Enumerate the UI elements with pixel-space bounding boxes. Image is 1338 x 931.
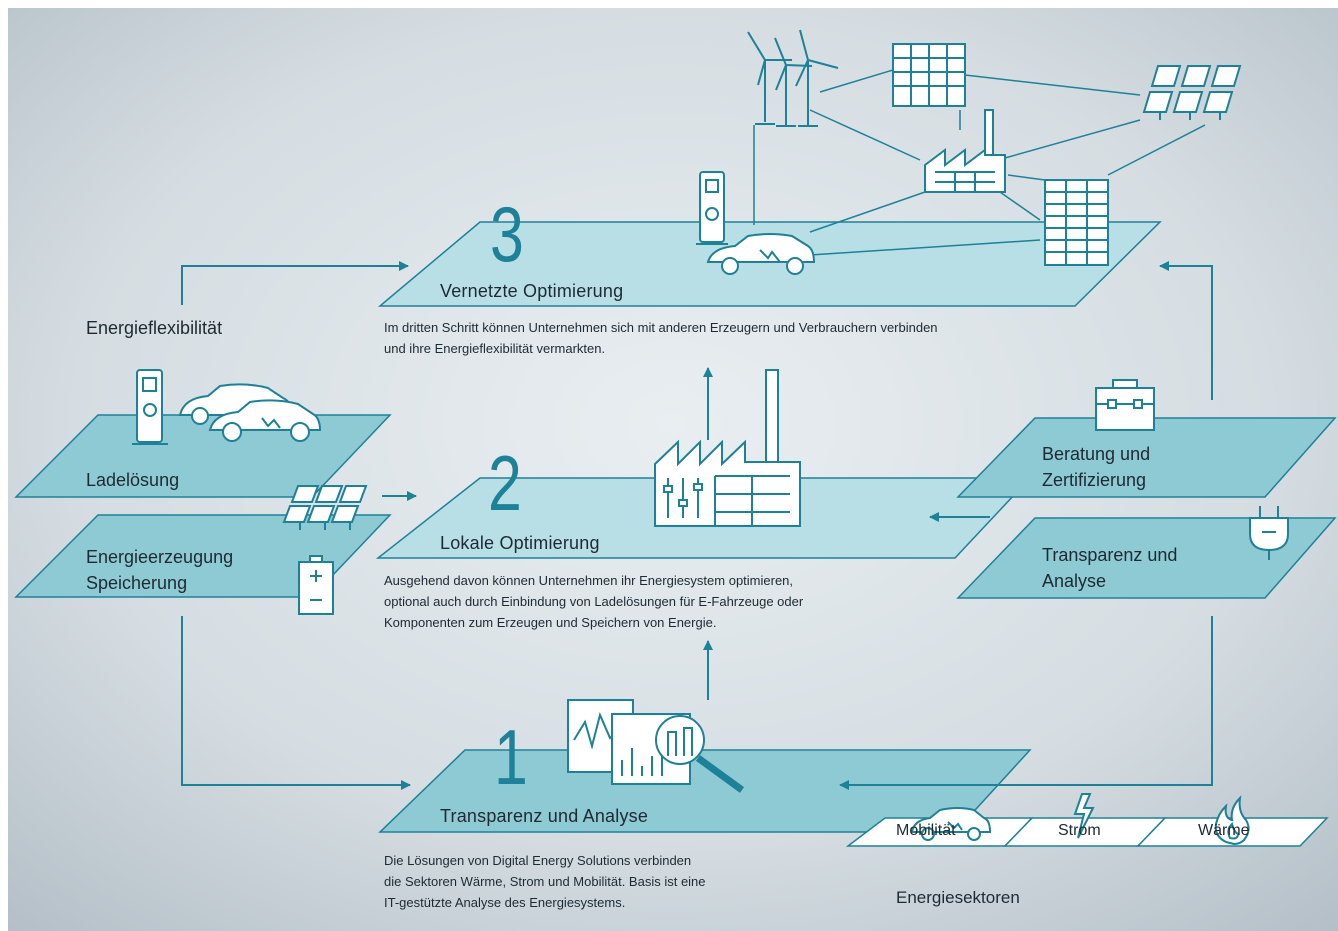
arrow-right-to-step1 [839,616,1213,790]
arrow-right-to-step3 [1159,261,1213,400]
beratung-label: Beratung und Zertifizierung [1042,441,1150,493]
electric-car-icon [706,233,816,275]
lightning-icon [1073,793,1095,839]
plate-transparenz-right [956,517,1337,599]
energieflexibilitaet-label: Energieflexibilität [86,318,223,338]
transparenz-line: Transparenz und [1042,545,1178,565]
step-2-description-line: Ausgehend davon können Unternehmen ihr E… [384,573,794,588]
sector-mobilitaet: Mobilität [896,822,956,839]
briefcase-icon [1095,379,1155,431]
zertifizierung-line: Zertifizierung [1042,470,1147,490]
step-3-number: 3 [490,190,524,278]
electric-cars-icon [178,383,322,442]
energiesektoren-caption: Energiesektoren [896,888,1020,907]
wind-turbines-icon [747,29,839,127]
step-1-number: 1 [494,713,528,801]
step-2-description-line: Komponenten zum Erzeugen und Speichern v… [384,615,717,630]
factory-controls-icon [654,369,801,527]
solar-panels-icon [282,485,368,530]
step-3-description-line: Im dritten Schritt können Unternehmen si… [384,320,938,335]
step-3-title: Vernetzte Optimierung [440,281,624,301]
step-2-number: 2 [488,439,522,527]
arrow-flex-to-step3 [181,261,409,305]
mobility-car-icon [910,807,992,841]
step-1-description: Die Lösungen von Digital Energy Solution… [384,850,706,913]
solar-park-icon [1142,65,1242,120]
highrise-building-icon [1044,179,1109,266]
step-2-description-line: optional auch durch Einbindung von Ladel… [384,594,804,609]
plate-beratung [956,417,1337,498]
transparenz-analyse-label: Transparenz und Analyse [1042,542,1177,594]
analysis-charts-icon [567,699,745,793]
analyse-line: Analyse [1042,571,1107,591]
factory-icon [924,109,1006,193]
beratung-line: Beratung und [1042,444,1151,464]
sector-waerme: Wärme [1198,822,1250,839]
step-1-description-line: die Sektoren Wärme, Strom und Mobilität.… [384,874,706,889]
step-2-description: Ausgehend davon können Unternehmen ihr E… [384,570,803,633]
step-3-description: Im dritten Schritt können Unternehmen si… [384,317,938,359]
step-1-description-line: Die Lösungen von Digital Energy Solution… [384,853,692,868]
step-3-description-line: und ihre Energieflexibilität vermarkten. [384,341,606,356]
plug-icon [1249,506,1289,560]
energieerzeugung-line: Energieerzeugung [86,547,234,567]
step-1-title: Transparenz und Analyse [440,806,649,826]
charging-station-left-icon [132,369,168,445]
speicherung-line: Speicherung [86,573,188,593]
step-2-title: Lokale Optimierung [440,533,600,553]
ladeloesung-label: Ladelösung [86,470,180,490]
step-1-description-line: IT-gestützte Analyse des Energiesystems. [384,895,626,910]
flame-icon [1214,795,1250,846]
energieerzeugung-label: Energieerzeugung Speicherung [86,544,233,596]
battery-icon [298,555,334,615]
network-lines [753,69,1206,256]
charging-station-icon [696,171,728,245]
arrow-left-to-step1 [181,616,411,790]
plate-step-3 [377,221,1162,307]
sector-strom: Strom [1058,822,1101,839]
office-building-icon [892,43,966,107]
